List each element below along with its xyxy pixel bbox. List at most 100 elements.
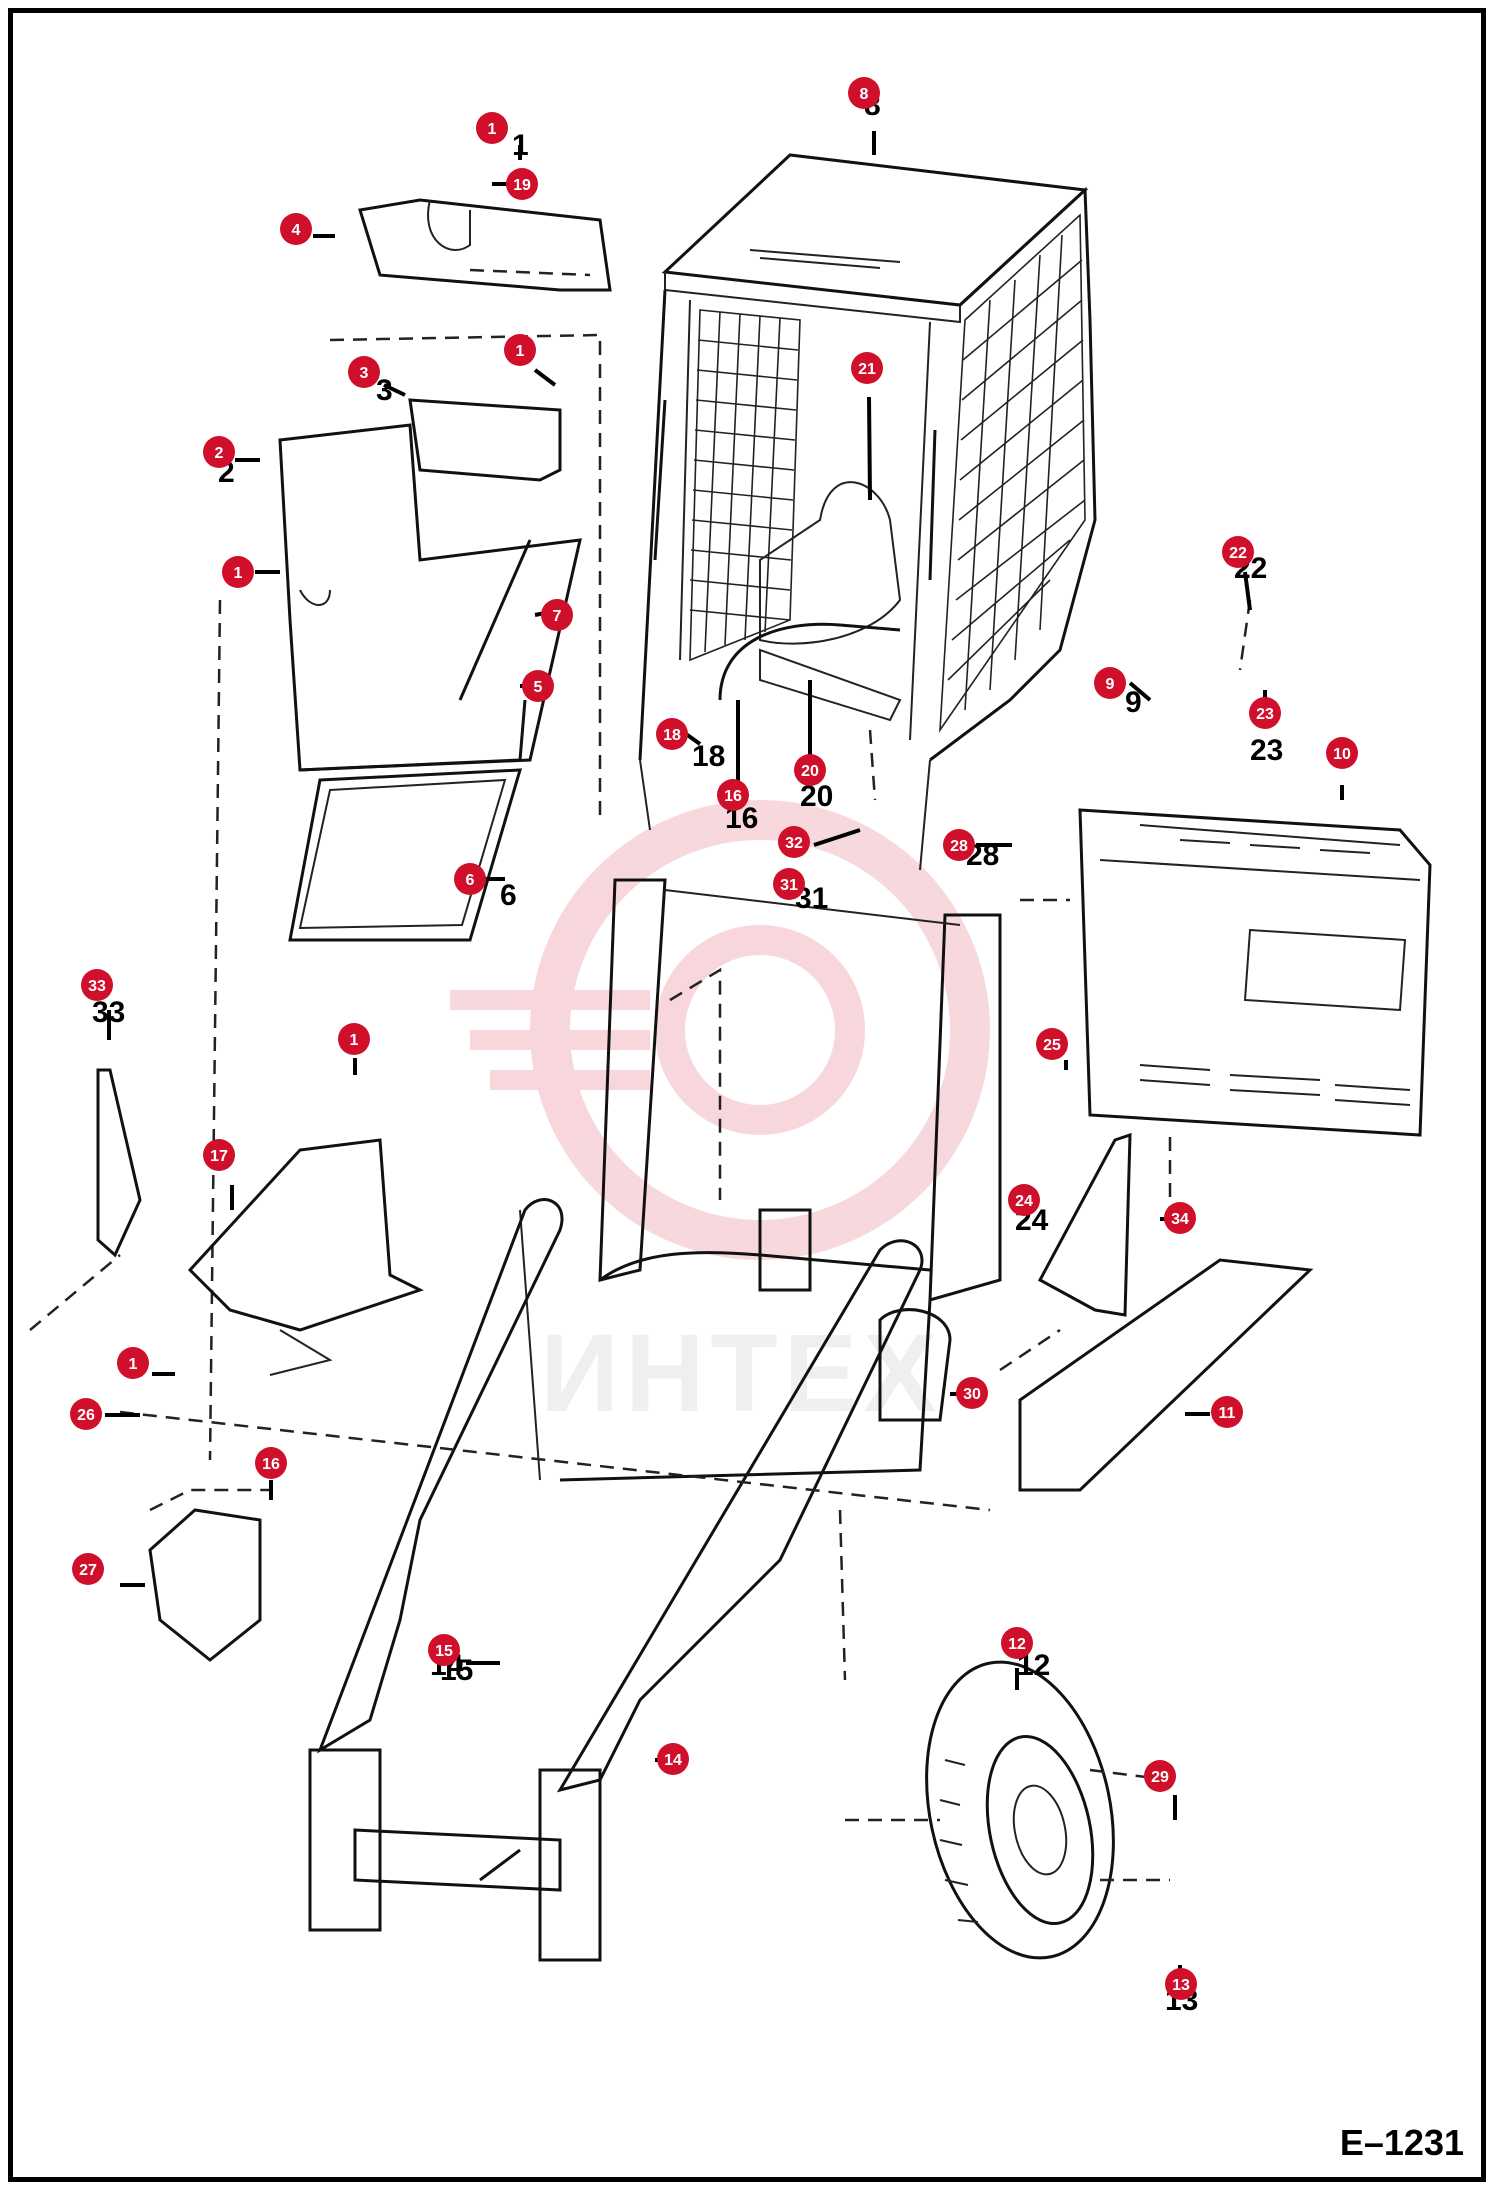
- svg-text:18: 18: [663, 727, 681, 744]
- svg-text:24: 24: [1015, 1193, 1033, 1210]
- callout-25[interactable]: 25: [1036, 1028, 1068, 1060]
- svg-text:25: 25: [1043, 1037, 1061, 1054]
- svg-text:9: 9: [1125, 686, 1142, 719]
- callout-15[interactable]: 15: [428, 1634, 460, 1666]
- svg-text:17: 17: [210, 1148, 228, 1165]
- callout-10[interactable]: 10: [1326, 737, 1358, 769]
- svg-text:21: 21: [858, 361, 876, 378]
- cylinder-part-30: [878, 1308, 952, 1422]
- callout-11[interactable]: 11: [1211, 1396, 1243, 1428]
- svg-text:1: 1: [350, 1032, 359, 1049]
- callout-9[interactable]: 9: [1094, 667, 1126, 699]
- leader-lines: [105, 131, 1344, 1985]
- svg-text:30: 30: [963, 1386, 981, 1403]
- tire-part-12: [925, 1660, 1115, 1960]
- callout-26[interactable]: 26: [70, 1398, 102, 1430]
- callout-30[interactable]: 30: [956, 1377, 988, 1409]
- callout-6[interactable]: 6: [454, 863, 486, 895]
- svg-text:7: 7: [553, 608, 562, 625]
- svg-text:1: 1: [516, 343, 525, 360]
- plate-part-11: [999, 1258, 1314, 1492]
- svg-text:29: 29: [1151, 1769, 1169, 1786]
- svg-text:31: 31: [780, 877, 798, 894]
- top-cover-part-4: [358, 198, 612, 292]
- svg-text:13: 13: [1172, 1977, 1190, 1994]
- svg-text:2: 2: [215, 445, 224, 462]
- callout-17[interactable]: 17: [203, 1139, 235, 1171]
- svg-text:19: 19: [513, 177, 531, 194]
- svg-text:5: 5: [534, 679, 543, 696]
- callout-34[interactable]: 34: [1164, 1202, 1196, 1234]
- svg-text:1: 1: [488, 121, 497, 138]
- callout-8[interactable]: 8: [848, 77, 880, 109]
- svg-text:16: 16: [262, 1456, 280, 1473]
- svg-text:1: 1: [234, 565, 243, 582]
- callout-19[interactable]: 19: [506, 168, 538, 200]
- guard-part-27: [148, 1488, 270, 1662]
- callout-markers: 1 19 4 8 1 3 21 2 1 7 5 22 9 23 18 20 10…: [70, 77, 1358, 2000]
- svg-text:27: 27: [79, 1562, 97, 1579]
- svg-text:9: 9: [1106, 676, 1115, 693]
- drawing-border: [8, 8, 1486, 2182]
- svg-text:12: 12: [1008, 1636, 1026, 1653]
- callout-22[interactable]: 22: [1222, 536, 1254, 568]
- main-frame: [519, 878, 1002, 1482]
- svg-text:3: 3: [360, 365, 369, 382]
- callout-20[interactable]: 20: [794, 754, 826, 786]
- callout-1-b[interactable]: 1: [504, 334, 536, 366]
- svg-text:3: 3: [376, 374, 393, 407]
- svg-text:1: 1: [512, 129, 529, 162]
- side-panel-part-10: [1078, 808, 1432, 1137]
- callout-1-e[interactable]: 1: [117, 1347, 149, 1379]
- svg-text:20: 20: [801, 763, 819, 780]
- callout-3[interactable]: 3: [348, 356, 380, 388]
- svg-text:23: 23: [1256, 706, 1274, 723]
- callout-32[interactable]: 32: [778, 826, 810, 858]
- callout-14[interactable]: 14: [657, 1743, 689, 1775]
- svg-text:4: 4: [292, 222, 301, 239]
- svg-text:32: 32: [785, 835, 803, 852]
- svg-text:1: 1: [129, 1356, 138, 1373]
- svg-text:26: 26: [77, 1407, 95, 1424]
- bracket-part-17: [187, 1138, 424, 1376]
- callout-13[interactable]: 13: [1165, 1968, 1197, 2000]
- cab-rops: [638, 153, 1097, 871]
- svg-text:11: 11: [1219, 1405, 1236, 1422]
- callout-1-c[interactable]: 1: [222, 556, 254, 588]
- callout-24[interactable]: 24: [1008, 1184, 1040, 1216]
- svg-text:28: 28: [950, 838, 968, 855]
- callout-16-b[interactable]: 16: [255, 1447, 287, 1479]
- callout-7[interactable]: 7: [541, 599, 573, 631]
- svg-text:14: 14: [664, 1752, 682, 1769]
- callout-28[interactable]: 28: [943, 829, 975, 861]
- callout-31[interactable]: 31: [773, 868, 805, 900]
- callout-12[interactable]: 12: [1001, 1627, 1033, 1659]
- callout-16-a[interactable]: 16: [717, 779, 749, 811]
- svg-text:33: 33: [88, 978, 106, 995]
- svg-text:34: 34: [1171, 1211, 1189, 1228]
- callout-23[interactable]: 23: [1249, 697, 1281, 729]
- lift-arms-part-14: [308, 1198, 924, 1962]
- callout-29[interactable]: 29: [1144, 1760, 1176, 1792]
- svg-text:20: 20: [800, 780, 833, 813]
- callout-27[interactable]: 27: [72, 1553, 104, 1585]
- svg-text:23: 23: [1250, 734, 1283, 767]
- callout-18[interactable]: 18: [656, 718, 688, 750]
- svg-text:10: 10: [1333, 746, 1351, 763]
- callout-1-a[interactable]: 1: [476, 112, 508, 144]
- callout-5[interactable]: 5: [522, 670, 554, 702]
- svg-text:33: 33: [92, 996, 125, 1029]
- callout-1-d[interactable]: 1: [338, 1023, 370, 1055]
- callout-4[interactable]: 4: [280, 213, 312, 245]
- callout-2[interactable]: 2: [203, 436, 235, 468]
- watermark-emblem: [450, 800, 990, 1260]
- svg-text:22: 22: [1229, 545, 1247, 562]
- left-panel-assembly: [208, 333, 602, 1461]
- svg-text:6: 6: [466, 872, 475, 889]
- callout-21[interactable]: 21: [851, 352, 883, 384]
- bracket-part-33: [29, 1068, 142, 1331]
- callout-33[interactable]: 33: [81, 969, 113, 1001]
- bracket-part-34: [1037, 1132, 1132, 1317]
